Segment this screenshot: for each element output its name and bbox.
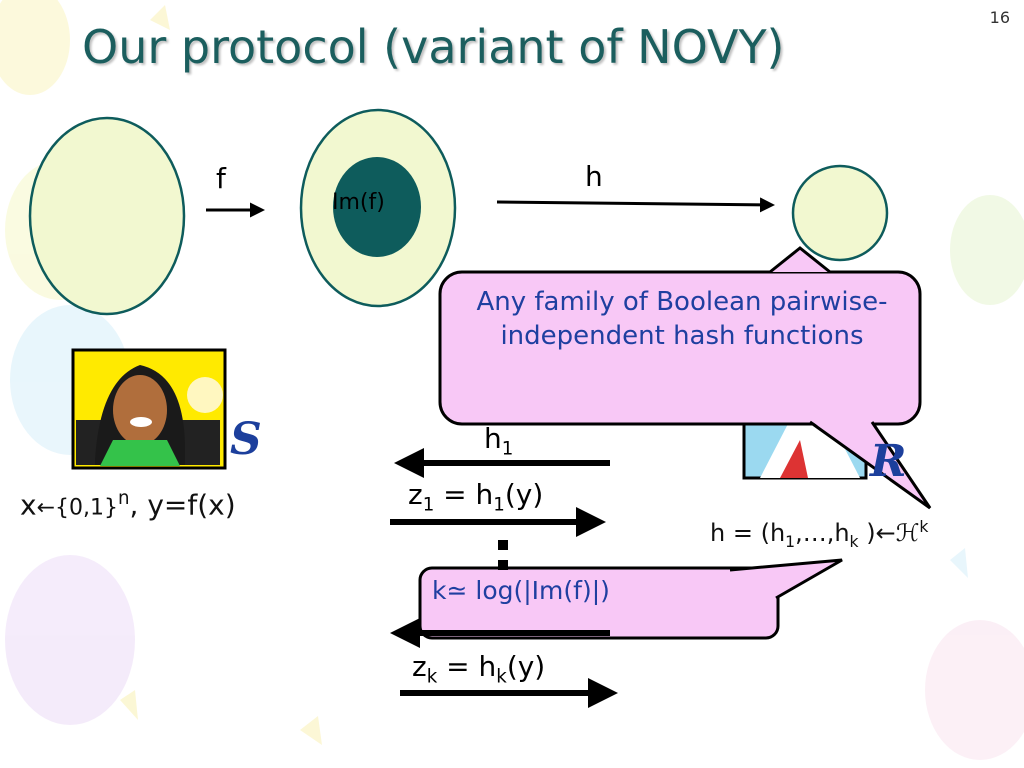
sender-symbol: S bbox=[230, 414, 262, 465]
deco-balloon-purple bbox=[5, 555, 135, 725]
sender-picture bbox=[71, 348, 227, 470]
log-expression: log(|Im(f)|) bbox=[467, 576, 610, 605]
callout-hash-family-text: Any family of Boolean pairwise-independe… bbox=[476, 287, 888, 351]
deco-balloon-green bbox=[950, 195, 1024, 305]
callout-1-shape bbox=[438, 246, 932, 510]
deco-balloon-yellow-1 bbox=[0, 0, 70, 95]
slide-number: 16 bbox=[989, 8, 1010, 27]
function-h-label: h bbox=[585, 160, 603, 193]
var-x: x bbox=[20, 488, 37, 522]
approx-symbol: ≃ bbox=[446, 576, 468, 605]
domain-ellipse bbox=[28, 116, 186, 316]
deco-confetti-5 bbox=[950, 548, 968, 578]
sender-equation: x←{0,1}n, y=f(x) bbox=[20, 488, 236, 521]
deco-confetti-4 bbox=[120, 690, 138, 720]
receiver-equation: h = (h1,…,hk )←ℋk bbox=[710, 518, 929, 551]
ellipsis-dot-2 bbox=[498, 560, 508, 570]
sample-arrow: ← bbox=[36, 495, 56, 521]
image-f-label: Im(f) bbox=[332, 190, 385, 215]
function-f-label: f bbox=[216, 162, 226, 195]
receiver-symbol: R bbox=[870, 436, 907, 487]
ellipsis-dot-1 bbox=[498, 540, 508, 550]
hash-family-symbol: ℋ bbox=[895, 519, 920, 547]
sample-arrow: ← bbox=[875, 519, 896, 547]
message-zk-label: zk = hk(y) bbox=[412, 650, 546, 688]
y-definition: , y=f(x) bbox=[129, 488, 236, 522]
deco-balloon-pink bbox=[925, 620, 1024, 760]
exponent-n: n bbox=[118, 488, 130, 509]
callout-k-text: k≃ log(|Im(f)|) bbox=[432, 576, 772, 605]
deco-confetti-1 bbox=[150, 5, 170, 30]
imf-ellipse bbox=[333, 157, 421, 257]
arrow-h bbox=[496, 197, 775, 213]
callout-2-shape bbox=[418, 558, 843, 640]
deco-confetti-2 bbox=[300, 716, 322, 745]
message-h1-label: h1 bbox=[484, 422, 514, 460]
message-z1-label: z1 = h1(y) bbox=[408, 478, 544, 516]
slide-title: Our protocol (variant of NOVY) bbox=[82, 20, 785, 74]
k-symbol: k bbox=[432, 576, 447, 605]
hash-range-circle bbox=[791, 164, 889, 262]
binary-set: {0,1} bbox=[55, 495, 118, 521]
